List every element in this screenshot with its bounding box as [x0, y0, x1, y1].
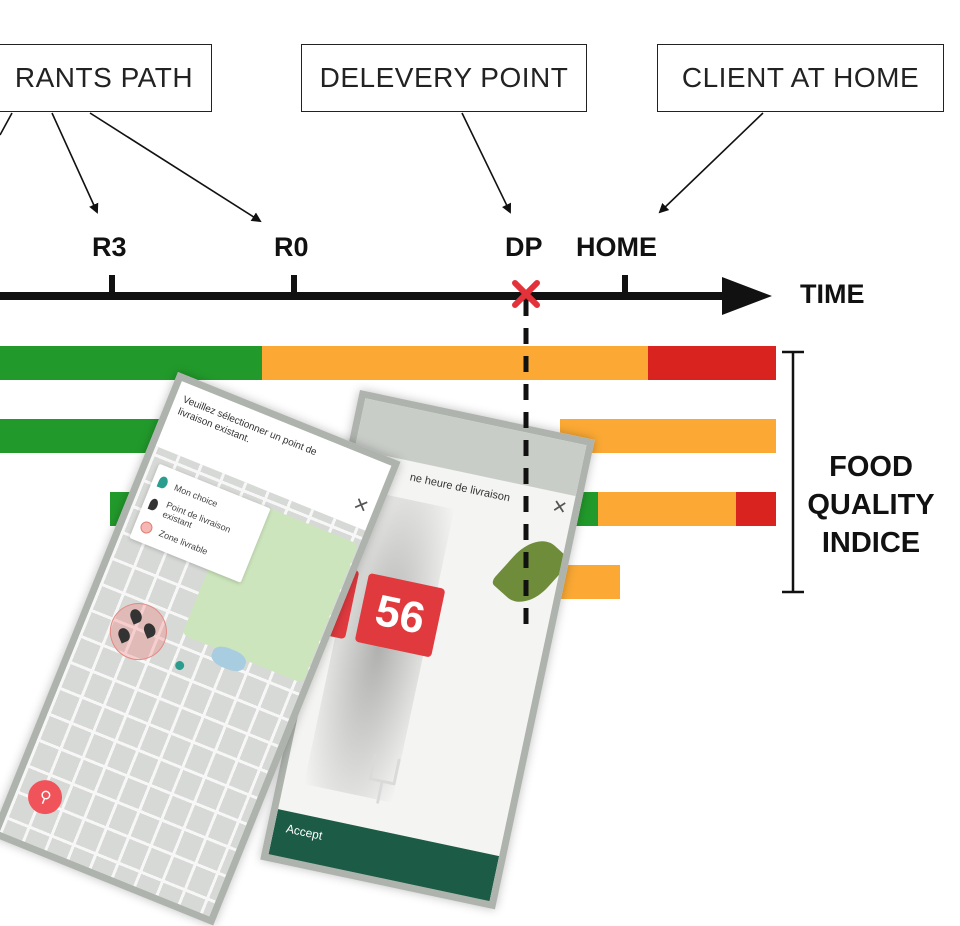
axis-label-time: TIME [800, 279, 865, 309]
bar1-good [0, 346, 262, 380]
accept-button[interactable]: Accept [265, 809, 500, 910]
zone-circle-icon [138, 519, 155, 536]
bar3-bad [736, 492, 776, 526]
arrow-to-dp [461, 112, 512, 214]
bar3-medium [598, 492, 736, 526]
arrow-to-r3 [51, 112, 99, 214]
bar2-medium [560, 419, 776, 453]
tick-label-dp: DP [505, 232, 543, 262]
pin-teal-icon [156, 475, 170, 490]
diagram-canvas [0, 112, 804, 599]
callout-client-at-home: CLIENT AT HOME [657, 44, 944, 112]
food-quality-label: FOOD QUALITY INDICE [796, 448, 946, 562]
callout-delivery-point: DELEVERY POINT [301, 44, 587, 112]
bar1-bad [648, 346, 776, 380]
close-icon[interactable]: ✕ [550, 495, 570, 519]
fq-line-3: INDICE [821, 527, 921, 559]
quality-bracket [782, 350, 804, 594]
callout-restaurants-path: RANTS PATH [0, 44, 212, 112]
arrow-to-home [658, 112, 764, 214]
arrow-to-r0 [89, 112, 262, 223]
pin-dark-icon [147, 497, 160, 512]
time-axis-arrowhead [722, 277, 772, 315]
tick-label-r3: R3 [92, 232, 127, 262]
fq-line-1: FOOD [829, 451, 913, 483]
arrow-to-left [0, 112, 13, 136]
tick-label-home: HOME [576, 232, 657, 262]
fq-line-2: QUALITY [807, 489, 935, 521]
tick-label-r0: R0 [274, 232, 309, 262]
leaf-icon [490, 530, 572, 613]
bar1-medium [262, 346, 648, 380]
